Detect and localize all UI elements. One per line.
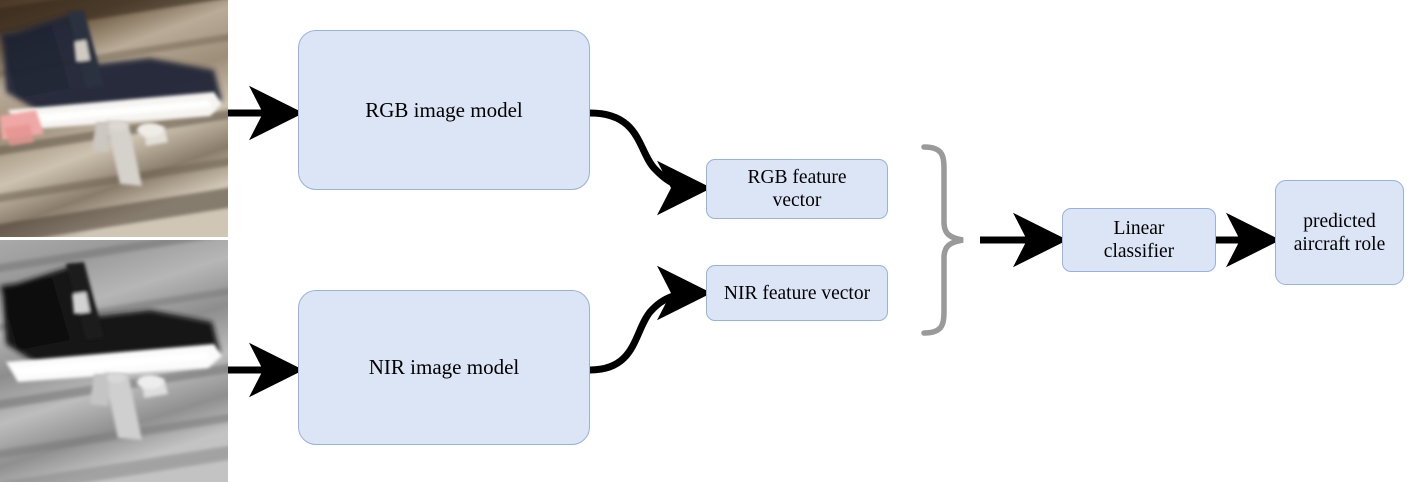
arrow-rgb-model-to-feature (586, 109, 712, 216)
node-predicted-aircraft-role[interactable]: predicted aircraft role (1275, 180, 1404, 285)
rgb-image-thumbnail (0, 0, 228, 237)
node-nir-feature-vector[interactable]: NIR feature vector (706, 265, 888, 321)
node-rgb-feature-vector[interactable]: RGB feature vector (706, 159, 888, 219)
node-rgb-image-model[interactable]: RGB image model (298, 30, 590, 190)
nir-image-thumbnail (0, 240, 228, 482)
feature-concat-brace (921, 144, 964, 336)
node-linear-classifier[interactable]: Linear classifier (1062, 208, 1216, 272)
node-nir-image-model[interactable]: NIR image model (298, 290, 590, 445)
arrow-nir-model-to-feature (586, 265, 712, 374)
